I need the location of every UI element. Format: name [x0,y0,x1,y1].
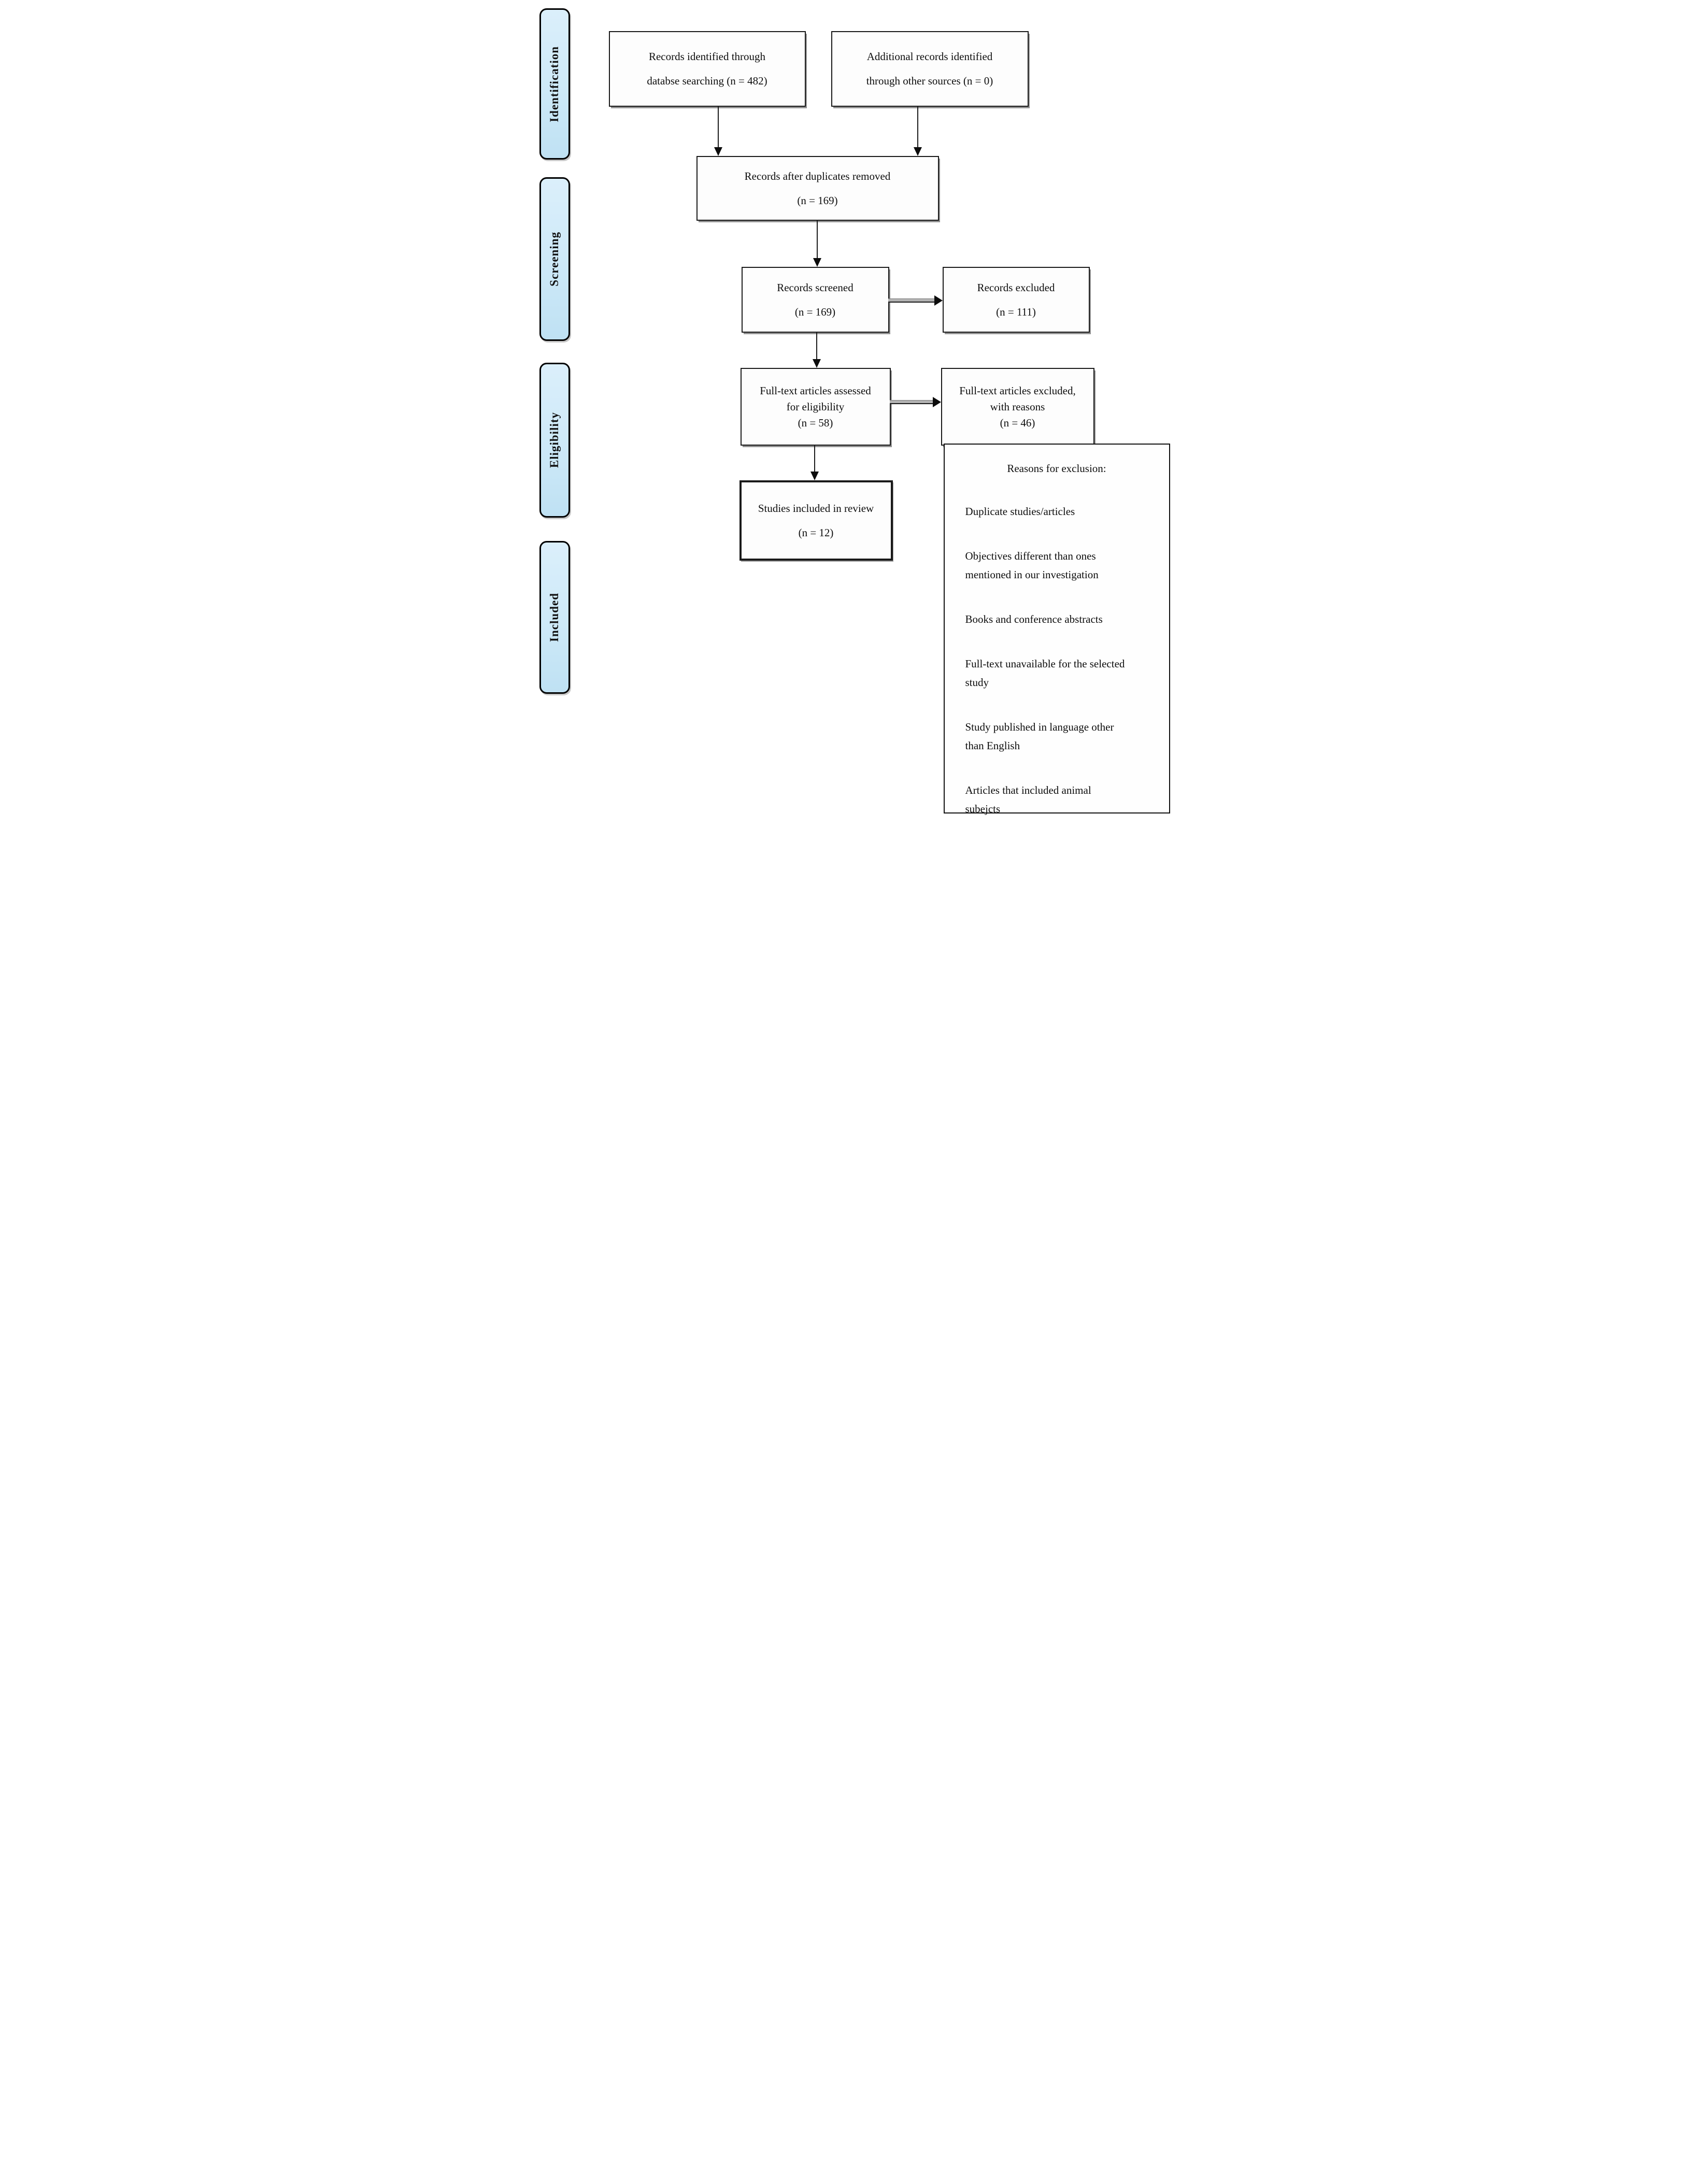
box-text-line: Full-text articles assessed [760,384,871,397]
arrow-shaft [816,220,818,259]
box-records-excluded: Records excluded (n = 111) [942,267,1090,333]
arrow-down-icon [810,472,819,480]
box-text-line: (n = 46) [1000,416,1035,429]
box-additional-records: Additional records identified through oth… [831,31,1029,107]
box-text-line: Full-text articles excluded, [959,384,1076,397]
arrow-shaft [717,106,719,148]
box-text-line: (n = 169) [794,305,836,318]
box-text-line: Records after duplicates removed [744,169,891,182]
box-records-screened: Records screened (n = 169) [741,267,889,333]
arrow-down-icon [714,147,722,156]
arrow-shaft [814,445,815,473]
arrow-down-icon [913,147,922,156]
box-text-line: Records excluded [977,281,1055,294]
exclusion-reason-item: Duplicate studies/articles [965,505,1075,518]
arrow-shaft [888,298,935,303]
box-text-line: (n = 12) [798,526,834,539]
arrow-fulltext-to-excluded [889,397,941,407]
exclusion-reason-item: Books and conference abstracts [965,613,1103,625]
reasons-title: Reasons for exclusion: [1007,462,1106,475]
stage-label-screening-text: Screening [548,232,561,287]
arrow-fulltext-to-included [810,445,819,480]
arrow-additional-to-duplicates [913,106,922,156]
box-text-line: (n = 58) [798,416,833,429]
stage-label-included: Included [539,541,570,694]
arrow-duplicates-to-screened [813,220,821,267]
box-text-line: with reasons [990,400,1045,413]
box-fulltext-excluded: Full-text articles excluded, with reasons… [941,368,1094,446]
stage-label-identification-text: Identification [548,46,561,122]
stage-label-included-text: Included [548,593,561,642]
box-text-line: Additional records identified [866,50,993,63]
box-records-after-duplicates: Records after duplicates removed (n = 169… [696,156,939,221]
arrow-right-icon [932,397,941,407]
arrow-right-icon [934,295,943,306]
stage-label-identification: Identification [539,8,570,160]
box-text-line: Records identified through [648,50,766,63]
stage-label-eligibility: Eligibility [539,363,570,518]
stage-label-eligibility-text: Eligibility [548,412,561,468]
arrow-down-icon [813,258,821,267]
arrow-shaft [816,332,817,360]
arrow-screened-to-excluded [888,295,943,306]
arrow-screened-to-fulltext [812,332,821,368]
arrow-shaft [917,106,918,148]
box-text-line: Records screened [777,281,853,294]
box-records-identified: Records identified through databse search… [608,31,806,107]
box-reasons-for-exclusion: Reasons for exclusion: Duplicate studies… [943,444,1170,815]
prisma-flow-diagram: Identification Screening Eligibility Inc… [534,0,1173,818]
box-text-line: (n = 169) [797,194,838,207]
box-text-line: (n = 111) [996,305,1036,318]
arrow-down-icon [812,359,821,368]
box-text-line: databse searching (n = 482) [647,75,767,87]
box-text-line: Studies included in review [758,502,874,515]
box-fulltext-assessed: Full-text articles assessed for eligibili… [740,368,891,446]
arrow-identified-to-duplicates [714,106,722,156]
box-text-line: through other sources (n = 0) [866,75,993,87]
box-studies-included: Studies included in review (n = 12) [739,480,893,561]
box-text-line: for eligibility [786,400,845,413]
arrow-shaft [889,400,934,404]
stage-label-screening: Screening [539,177,570,341]
